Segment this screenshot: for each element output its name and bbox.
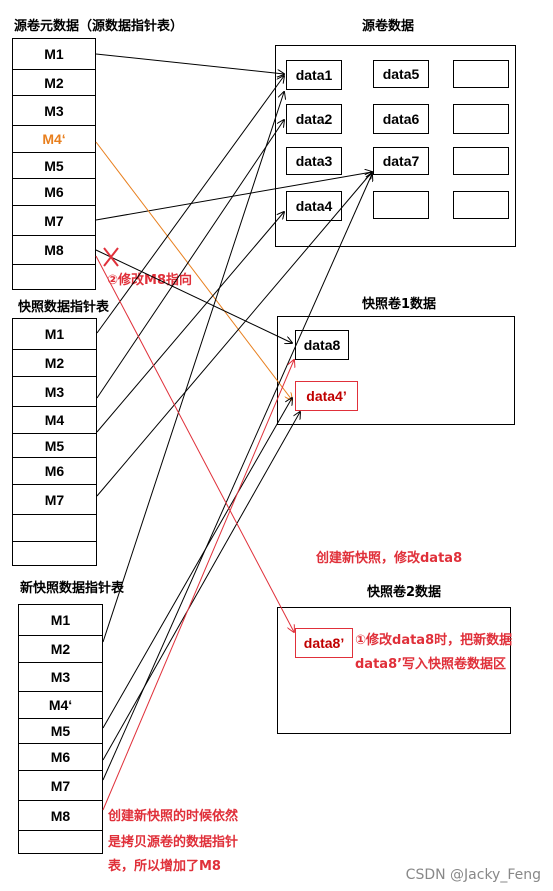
new-snapshot-ptr-table: M1 M2 M3 M4‘ M5 M6 M7 M8 [18,604,103,854]
snapshot-ptr-row-m1: M1 [44,326,65,342]
snapshot-ptr-row-m5: M5 [13,433,96,457]
note-copy-line2: 是拷贝源卷的数据指针 [108,835,239,850]
snapshot-ptr-row-empty-2 [13,541,96,567]
source-meta-row-m4: M4‘ [13,125,95,152]
source-cell-data5: data5 [373,60,429,88]
new-snapshot-ptr-row-m2: M2 [19,635,102,662]
note-modify-data8-line2: data8’写入快照卷数据区 [355,657,507,672]
arrow-new-m8-data8 [102,360,294,811]
new-snapshot-ptr-row-m4: M4‘ [19,691,102,718]
source-volume-box: data1 data5 data2 data6 data3 data7 data… [275,45,516,247]
source-cell-empty-2 [453,104,509,134]
source-cell-data7: data7 [373,147,429,175]
source-meta-row-m1: M1 [44,46,64,62]
arrow-new-m5-data4-prime [102,398,292,729]
cross-mark-b [103,247,119,267]
new-snapshot-ptr-row-empty [19,830,102,855]
snapshot1-volume-title: 快照卷1数据 [362,297,437,312]
source-meta-row-m5: M5 [13,152,95,178]
source-meta-table: M1 M2 M3 M4‘ M5 M6 M7 M8 [12,38,96,290]
note-copy-line3: 表，所以增加了M8 [108,859,221,874]
cross-mark-a [103,247,119,267]
source-meta-title: 源卷元数据（源数据指针表） [14,19,184,34]
snapshot-ptr-row-m6: M6 [13,457,96,484]
snapshot2-cell-data8-prime: data8’ [295,628,353,658]
new-snapshot-ptr-title: 新快照数据指针表 [20,581,125,596]
source-cell-empty-1 [453,60,509,88]
note-modify-m8-pointer: ②修改M8指向 [107,273,192,288]
source-cell-data2: data2 [286,104,342,134]
note-create-snapshot: 创建新快照，修改data8 [316,551,463,566]
note-modify-data8-line1: ①修改data8时，把新数据 [355,633,513,648]
note-copy-line1: 创建新快照的时候依然 [108,809,239,824]
snapshot-ptr-row-empty-1 [13,514,96,541]
snapshot-ptr-title: 快照数据指针表 [18,300,110,315]
new-snapshot-ptr-row-m3: M3 [19,662,102,691]
source-cell-empty-4 [373,191,429,219]
source-cell-data4: data4 [286,191,342,221]
new-snapshot-ptr-row-m1: M1 [50,612,71,628]
arrow-snapshot-m1-data1 [96,76,284,334]
snapshot1-volume-box: data8 data4’ [277,316,515,425]
arrow-snapshot-m3-data2 [96,120,284,399]
arrow-new-m6-data4 [102,412,300,761]
source-meta-row-empty [13,264,95,291]
new-snapshot-ptr-row-m7: M7 [19,770,102,800]
new-snapshot-ptr-row-m8: M8 [19,800,102,830]
snapshot-ptr-row-m7: M7 [13,484,96,514]
snapshot2-volume-title: 快照卷2数据 [367,585,442,600]
snapshot1-cell-data8: data8 [295,330,349,360]
new-snapshot-ptr-row-m5: M5 [19,718,102,743]
arrow-source-m1-data1 [95,53,284,74]
source-meta-row-m2: M2 [13,69,95,95]
snapshot-ptr-row-m3: M3 [13,376,96,406]
source-meta-row-m6: M6 [13,178,95,205]
arrow-source-m8-data8 [95,249,292,343]
source-meta-row-m8: M8 [13,235,95,264]
snapshot-ptr-table: M1 M2 M3 M4 M5 M6 M7 [12,318,97,566]
new-snapshot-ptr-row-m6: M6 [19,743,102,770]
source-meta-row-m3: M3 [13,95,95,125]
snapshot-ptr-row-m2: M2 [13,349,96,376]
source-cell-data6: data6 [373,104,429,134]
watermark: CSDN @Jacky_Feng [405,867,541,883]
source-volume-title: 源卷数据 [362,19,415,34]
source-cell-data3: data3 [286,147,342,175]
source-cell-empty-3 [453,147,509,175]
arrow-source-m8-data8-prime [95,255,294,632]
source-cell-data1: data1 [286,60,342,90]
source-cell-empty-5 [453,191,509,219]
arrow-new-m2-data2 [102,92,284,643]
snapshot1-cell-data4-prime: data4’ [295,381,358,411]
snapshot-ptr-row-m4: M4 [13,406,96,433]
source-meta-row-m7: M7 [13,205,95,235]
arrow-snapshot-m4-data4 [96,212,284,433]
